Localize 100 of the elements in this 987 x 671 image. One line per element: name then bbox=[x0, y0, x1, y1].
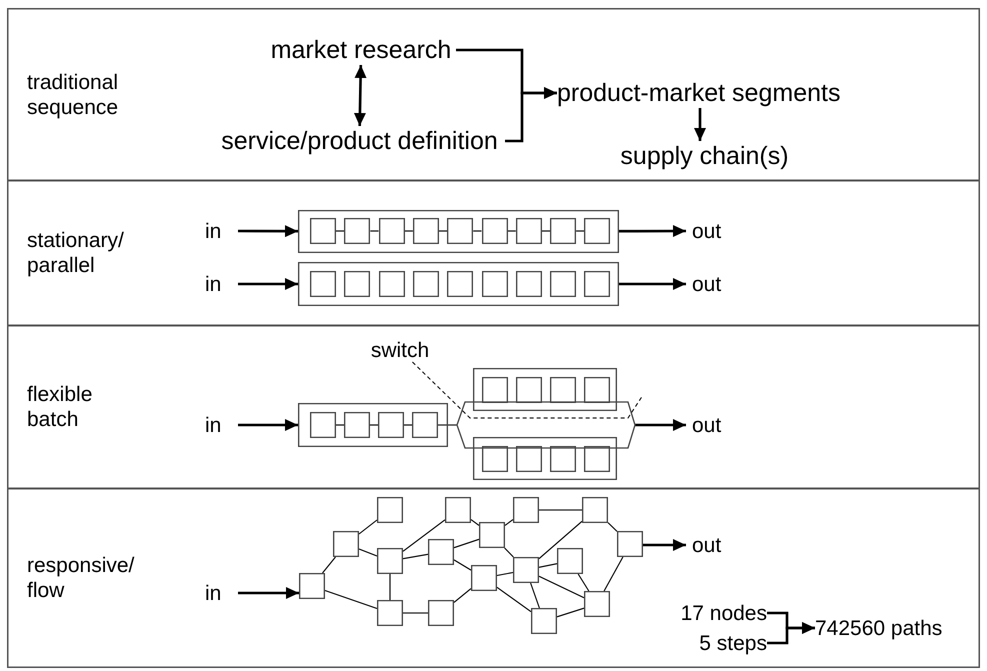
network-node bbox=[299, 573, 325, 599]
process-box bbox=[482, 218, 508, 244]
connector-line bbox=[504, 519, 514, 526]
stage-label: service/product definition bbox=[214, 126, 505, 156]
network-node bbox=[531, 608, 557, 634]
connector-line bbox=[470, 519, 480, 526]
process-box bbox=[310, 271, 336, 297]
connector-line bbox=[404, 230, 413, 232]
connector-line bbox=[324, 590, 378, 610]
connector-line bbox=[504, 548, 514, 558]
network-node bbox=[582, 497, 608, 523]
connector-line bbox=[438, 230, 448, 232]
connector-line bbox=[403, 612, 428, 614]
connector-line bbox=[496, 572, 514, 576]
process-box bbox=[378, 271, 405, 297]
connector-line bbox=[438, 424, 457, 426]
network-node bbox=[333, 531, 359, 557]
connector-line bbox=[530, 582, 540, 608]
connector-line bbox=[578, 574, 590, 592]
process-box bbox=[584, 446, 610, 472]
arrow bbox=[238, 419, 298, 431]
process-box bbox=[344, 412, 370, 438]
process-box bbox=[378, 412, 404, 438]
process-box bbox=[550, 446, 576, 472]
process-box bbox=[516, 271, 542, 297]
flow-label: in bbox=[205, 581, 238, 605]
container-box bbox=[298, 262, 619, 306]
arrow bbox=[354, 64, 367, 126]
stage-label: market research bbox=[266, 35, 456, 65]
connector-line bbox=[336, 230, 344, 232]
connector-line bbox=[538, 563, 558, 568]
arrow bbox=[238, 587, 299, 599]
network-node bbox=[513, 497, 539, 523]
network-node bbox=[513, 557, 539, 583]
process-box bbox=[378, 218, 405, 244]
network-node bbox=[584, 591, 610, 617]
process-box bbox=[516, 377, 542, 403]
connector-line bbox=[542, 230, 550, 232]
flow-label: in bbox=[205, 272, 238, 296]
connector-line bbox=[402, 519, 446, 552]
process-box bbox=[584, 218, 610, 244]
connector-line bbox=[454, 559, 472, 571]
process-box bbox=[584, 377, 610, 403]
connector-line bbox=[508, 230, 516, 232]
connector-line bbox=[454, 588, 472, 603]
arrow bbox=[643, 539, 686, 551]
process-box bbox=[310, 412, 336, 438]
band-panel bbox=[7, 325, 980, 489]
band-label: responsive/ flow bbox=[27, 553, 136, 604]
network-node bbox=[428, 600, 454, 626]
process-box bbox=[412, 271, 439, 297]
process-box bbox=[447, 271, 474, 297]
connector-line bbox=[539, 509, 582, 511]
connector-line bbox=[576, 230, 584, 232]
band-label: flexible batch bbox=[27, 382, 94, 432]
arrow bbox=[619, 225, 686, 238]
connector-line bbox=[608, 522, 618, 532]
result-label: 742560 paths bbox=[815, 616, 965, 640]
arrow bbox=[619, 278, 686, 290]
process-box bbox=[584, 271, 610, 297]
flow-label: out bbox=[686, 413, 730, 437]
network-node bbox=[479, 522, 505, 548]
process-box bbox=[482, 446, 508, 472]
flow-label: out bbox=[686, 533, 730, 557]
process-box bbox=[482, 271, 508, 297]
connector-line bbox=[336, 424, 344, 426]
bracket-arrow bbox=[767, 622, 815, 644]
connector-line bbox=[538, 520, 582, 560]
connector-line bbox=[454, 538, 480, 548]
network-node bbox=[428, 539, 454, 565]
container-box bbox=[298, 210, 619, 253]
container-box bbox=[473, 437, 617, 480]
connector-line bbox=[604, 556, 624, 592]
count-label: 17 nodes bbox=[680, 601, 767, 625]
bracket-arrow bbox=[505, 87, 557, 142]
connector-line bbox=[389, 574, 391, 600]
band-panel bbox=[7, 8, 980, 181]
arrow bbox=[635, 419, 686, 431]
connector-line bbox=[556, 608, 584, 618]
container-box bbox=[473, 368, 617, 411]
arrow bbox=[238, 278, 298, 290]
process-box bbox=[344, 218, 370, 244]
flow-label: in bbox=[205, 219, 238, 243]
process-box bbox=[550, 377, 576, 403]
connector-line bbox=[402, 554, 428, 560]
band-label: traditional sequence bbox=[27, 70, 120, 120]
stage-label: product-market segments bbox=[557, 78, 857, 108]
connector-line bbox=[538, 576, 584, 598]
switch-channel bbox=[457, 402, 635, 448]
process-box bbox=[550, 218, 576, 244]
process-box bbox=[516, 218, 542, 244]
process-box bbox=[310, 218, 336, 244]
network-node bbox=[377, 548, 403, 574]
network-node bbox=[377, 600, 403, 626]
connector-line bbox=[322, 556, 336, 574]
process-box bbox=[550, 271, 576, 297]
connector-line bbox=[358, 520, 378, 534]
flow-label: out bbox=[686, 219, 730, 243]
network-node bbox=[377, 497, 403, 523]
container-box bbox=[298, 403, 448, 447]
